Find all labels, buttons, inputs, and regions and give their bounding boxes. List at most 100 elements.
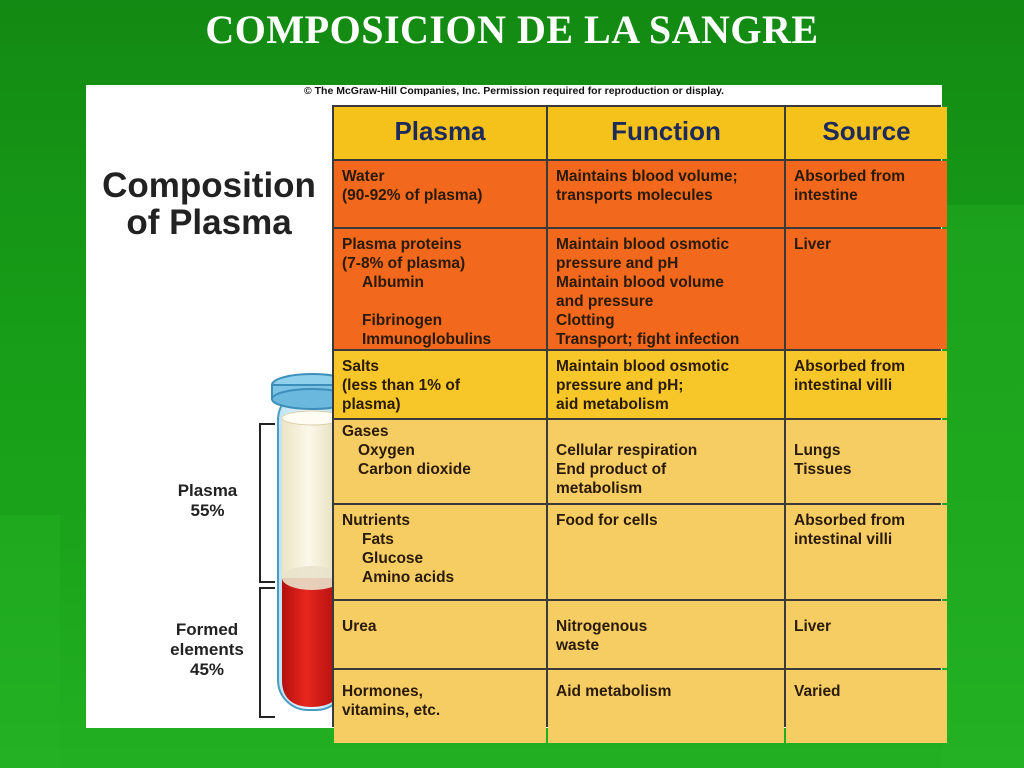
header-source: Source bbox=[786, 107, 947, 159]
label-line: elements bbox=[170, 640, 244, 659]
cell-line: Maintain blood osmotic bbox=[556, 236, 730, 253]
cell-function-gases: Cellular respiration End product of meta… bbox=[548, 420, 784, 503]
cell-line: Water bbox=[342, 168, 385, 185]
cell-line: Glucose bbox=[362, 550, 424, 567]
plasma-percentage-label: Plasma 55% bbox=[160, 481, 255, 521]
tube-cap-bottom bbox=[271, 388, 332, 410]
header-function: Function bbox=[548, 107, 784, 159]
cell-line: Liver bbox=[794, 236, 832, 253]
cell-line: Transport; fight infection bbox=[556, 331, 740, 348]
label-line: 45% bbox=[189, 660, 225, 679]
cell-line: pressure and pH bbox=[556, 255, 679, 272]
figure-panel: © The McGraw-Hill Companies, Inc. Permis… bbox=[86, 85, 947, 743]
cell-function-hormones: Aid metabolism bbox=[548, 670, 784, 743]
cell-line: and pressure bbox=[556, 293, 654, 310]
formed-elements-bracket bbox=[259, 587, 275, 718]
copyright-notice: © The McGraw-Hill Companies, Inc. Permis… bbox=[303, 85, 725, 97]
cell-line: (90-92% of plasma) bbox=[342, 187, 483, 204]
cell-plasma-salts: Salts (less than 1% of plasma) bbox=[334, 351, 546, 418]
cell-line: vitamins, etc. bbox=[342, 702, 441, 719]
cell-line: Absorbed from bbox=[794, 512, 906, 529]
cell-source-nutrients: Absorbed from intestinal villi bbox=[786, 505, 947, 599]
cell-line bbox=[342, 292, 538, 311]
plasma-meniscus bbox=[281, 410, 332, 426]
cell-function-urea: Nitrogenous waste bbox=[548, 601, 784, 668]
cell-line: Fibrinogen bbox=[362, 312, 443, 329]
cell-plasma-urea: Urea bbox=[334, 601, 546, 668]
cell-line: metabolism bbox=[556, 480, 643, 497]
cell-line: Maintains blood volume; bbox=[556, 168, 738, 185]
cell-line: Plasma proteins bbox=[342, 236, 462, 253]
cell-line: intestinal villi bbox=[794, 531, 893, 548]
cell-line: Albumin bbox=[362, 274, 424, 291]
cell-plasma-proteins: Plasma proteins (7-8% of plasma) Albumin… bbox=[334, 229, 546, 349]
cell-line: Liver bbox=[794, 618, 832, 635]
cell-line: Gases bbox=[342, 423, 389, 440]
cell-line: intestine bbox=[794, 187, 858, 204]
blood-fluid bbox=[282, 578, 332, 707]
cell-line: Oxygen bbox=[358, 442, 415, 459]
cell-line: Varied bbox=[794, 683, 841, 700]
cell-line: (7-8% of plasma) bbox=[342, 255, 466, 272]
cell-function-salts: Maintain blood osmotic pressure and pH; … bbox=[548, 351, 784, 418]
cell-line: transports molecules bbox=[556, 187, 713, 204]
slide-title: COMPOSICION DE LA SANGRE bbox=[205, 7, 819, 52]
cell-line: Urea bbox=[342, 618, 377, 635]
figure-heading: Composition of Plasma bbox=[86, 167, 332, 241]
cell-line: intestinal villi bbox=[794, 377, 893, 394]
plasma-fluid bbox=[282, 418, 332, 578]
cell-line bbox=[794, 422, 939, 441]
cell-line: Carbon dioxide bbox=[358, 461, 471, 478]
plasma-blood-boundary bbox=[282, 566, 332, 590]
cell-line: Maintain blood volume bbox=[556, 274, 724, 291]
cell-line: Hormones, bbox=[342, 683, 423, 700]
cell-line: Aid metabolism bbox=[556, 683, 672, 700]
plasma-bracket bbox=[259, 423, 275, 583]
header-plasma: Plasma bbox=[334, 107, 546, 159]
cell-line: waste bbox=[556, 637, 600, 654]
label-line: 55% bbox=[190, 501, 225, 520]
cell-source-gases: Lungs Tissues bbox=[786, 420, 947, 503]
cell-line: pressure and pH; bbox=[556, 377, 684, 394]
formed-elements-label: Formed elements 45% bbox=[152, 620, 262, 680]
cell-source-salts: Absorbed from intestinal villi bbox=[786, 351, 947, 418]
cell-line: Absorbed from bbox=[794, 168, 906, 185]
cell-line: Clotting bbox=[556, 312, 615, 329]
cell-line: Food for cells bbox=[556, 512, 658, 529]
cell-line: (less than 1% of bbox=[342, 377, 460, 394]
cell-line: Tissues bbox=[794, 461, 852, 478]
cell-source-hormones: Varied bbox=[786, 670, 947, 743]
cell-line: Cellular respiration bbox=[556, 442, 698, 459]
background-decoration bbox=[942, 205, 1024, 768]
cell-plasma-nutrients: Nutrients Fats Glucose Amino acids bbox=[334, 505, 546, 599]
heading-line: of Plasma bbox=[126, 203, 292, 242]
cell-line: Nutrients bbox=[342, 512, 411, 529]
cell-line: End product of bbox=[556, 461, 667, 478]
test-tube-illustration bbox=[271, 373, 332, 711]
cell-line bbox=[556, 422, 776, 441]
cell-line: Salts bbox=[342, 358, 380, 375]
cell-source-urea: Liver bbox=[786, 601, 947, 668]
cell-line: aid metabolism bbox=[556, 396, 669, 413]
background-decoration bbox=[0, 515, 60, 768]
cell-function-nutrients: Food for cells bbox=[548, 505, 784, 599]
cell-function-water: Maintains blood volume; transports molec… bbox=[548, 161, 784, 227]
cell-plasma-water: Water (90-92% of plasma) bbox=[334, 161, 546, 227]
label-line: Formed bbox=[175, 620, 239, 639]
cell-line: Immunoglobulins bbox=[362, 331, 492, 348]
plasma-composition-table: Plasma Function Source Water (90-92% of … bbox=[332, 105, 947, 743]
cell-line: Lungs bbox=[794, 442, 841, 459]
cell-function-proteins: Maintain blood osmotic pressure and pH M… bbox=[548, 229, 784, 349]
cell-source-proteins: Liver bbox=[786, 229, 947, 349]
cell-plasma-gases: Gases Oxygen Carbon dioxide bbox=[334, 420, 546, 503]
cell-line: Maintain blood osmotic bbox=[556, 358, 730, 375]
label-line: Plasma bbox=[177, 481, 238, 500]
heading-line: Composition bbox=[102, 166, 316, 205]
cell-line: Amino acids bbox=[362, 569, 455, 586]
cell-line: Nitrogenous bbox=[556, 618, 648, 635]
cell-source-water: Absorbed from intestine bbox=[786, 161, 947, 227]
cell-line: Fats bbox=[362, 531, 394, 548]
cell-plasma-hormones: Hormones, vitamins, etc. bbox=[334, 670, 546, 743]
cell-line: Absorbed from bbox=[794, 358, 906, 375]
cell-line: plasma) bbox=[342, 396, 401, 413]
